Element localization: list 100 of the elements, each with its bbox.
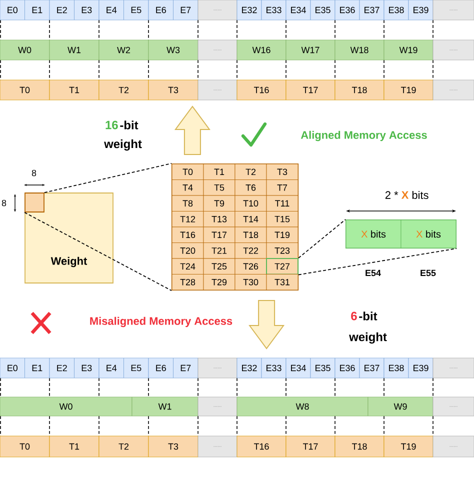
leader-line [24,212,172,291]
thread-cell: T20 [172,242,204,259]
weight-cell: W1 [49,40,100,60]
dimension-label: 8 [32,170,36,176]
element-cell: E0 [0,0,25,20]
element-cell: E32 [236,0,262,20]
element-cell: E3 [74,0,100,20]
bit-width-label: weight [349,332,387,344]
element-cell: E35 [310,0,336,20]
element-cell: E32 [236,358,262,378]
thread-cell: T17 [203,226,236,243]
element-cell: E39 [408,0,434,20]
weight-cell: W9 [368,396,434,416]
element-cell: E33 [261,358,286,378]
element-cell: E4 [98,358,124,378]
element-cell: E34 [286,0,311,20]
weight-cell: W0 [0,40,50,60]
thread-cell: T3 [148,436,198,458]
bit-width-label: -bit [359,312,378,320]
thread-cell: T23 [266,242,298,259]
element-cell: E4 [98,0,124,20]
element-cell: E6 [148,358,174,378]
thread-cell: T19 [384,80,434,100]
weight-cell: W3 [148,40,198,60]
weight-cell: W0 [0,396,132,416]
element-cell: E35 [310,358,336,378]
thread-cell: T17 [286,436,336,458]
thread-cell: T16 [236,436,286,458]
thread-cell: T17 [286,80,336,100]
thread-cell: T5 [203,180,236,196]
thread-cell: T22 [234,242,267,259]
element-cell: E5 [124,0,149,20]
weight-cell: W16 [236,40,286,60]
thread-cell: T18 [234,226,267,243]
element-cell: E37 [359,358,384,378]
thread-cell: T18 [334,436,384,458]
element-cell: E36 [334,0,360,20]
bit-count-label: X [401,191,409,199]
thread-cell: T9 [203,195,236,212]
bit-width-number: 6 [351,312,357,320]
element-cell: E0 [0,358,25,378]
thread-cell: T29 [203,274,236,290]
weight-matrix-box: Weight [24,192,114,284]
thread-cell: T15 [266,211,298,228]
element-label: E55 [420,270,436,276]
element-cell: E2 [49,358,74,378]
element-cell: E38 [384,0,409,20]
element-label: E54 [366,270,381,276]
thread-cell: T7 [266,180,298,196]
bit-cell: X bits [346,220,402,248]
element-cell: E37 [359,0,384,20]
thread-cell: T11 [266,195,298,212]
thread-cell: T31 [266,274,298,290]
element-cell: E2 [49,0,74,20]
element-cell: E34 [286,358,311,378]
leader-line [298,248,457,276]
thread-cell: T1 [203,164,236,180]
thread-cell: T24 [172,258,204,274]
thread-cell: T2 [98,80,149,100]
bit-width-label: weight [104,139,142,151]
thread-cell: T0 [172,164,204,180]
weight-cell: W17 [286,40,336,60]
thread-cell: T8 [172,195,204,212]
element-cell: E6 [148,0,174,20]
thread-cell: T26 [234,258,267,274]
weight-cell: W19 [384,40,434,60]
bit-count-label: bits [412,190,428,200]
weight-cell: W18 [334,40,384,60]
status-label: Misaligned Memory Access [90,316,232,328]
block-arrow [174,106,210,155]
element-cell: E36 [334,358,360,378]
bit-count-label: 2 * [385,191,398,199]
weight-cell: W2 [98,40,149,60]
thread-cell: T18 [334,80,384,100]
element-cell: E3 [74,358,100,378]
thread-cell: T13 [203,211,236,228]
thread-cell: T16 [172,226,204,243]
thread-cell: T30 [234,274,267,290]
thread-cell: T25 [203,258,236,274]
thread-cell: T2 [234,164,267,180]
thread-cell: T28 [172,274,204,290]
tile-square [24,192,44,212]
thread-cell: T4 [172,180,204,196]
bit-width-label: -bit [120,120,138,130]
element-cell: E33 [261,0,286,20]
thread-cell: T27 [266,258,298,275]
element-cell: E5 [124,358,149,378]
thread-cell: T19 [384,436,434,458]
element-cell: E1 [24,358,50,378]
thread-cell: T21 [203,242,236,259]
thread-cell: T12 [172,211,204,228]
thread-cell: T3 [148,80,198,100]
thread-cell: T1 [49,80,100,100]
thread-cell: T19 [266,226,298,243]
status-label: Aligned Memory Access [300,130,427,142]
leader-line [298,219,346,258]
thread-cell: T16 [236,80,286,100]
thread-cell: T0 [0,436,50,458]
weight-cell: W1 [132,396,198,416]
thread-cell: T0 [0,80,50,100]
